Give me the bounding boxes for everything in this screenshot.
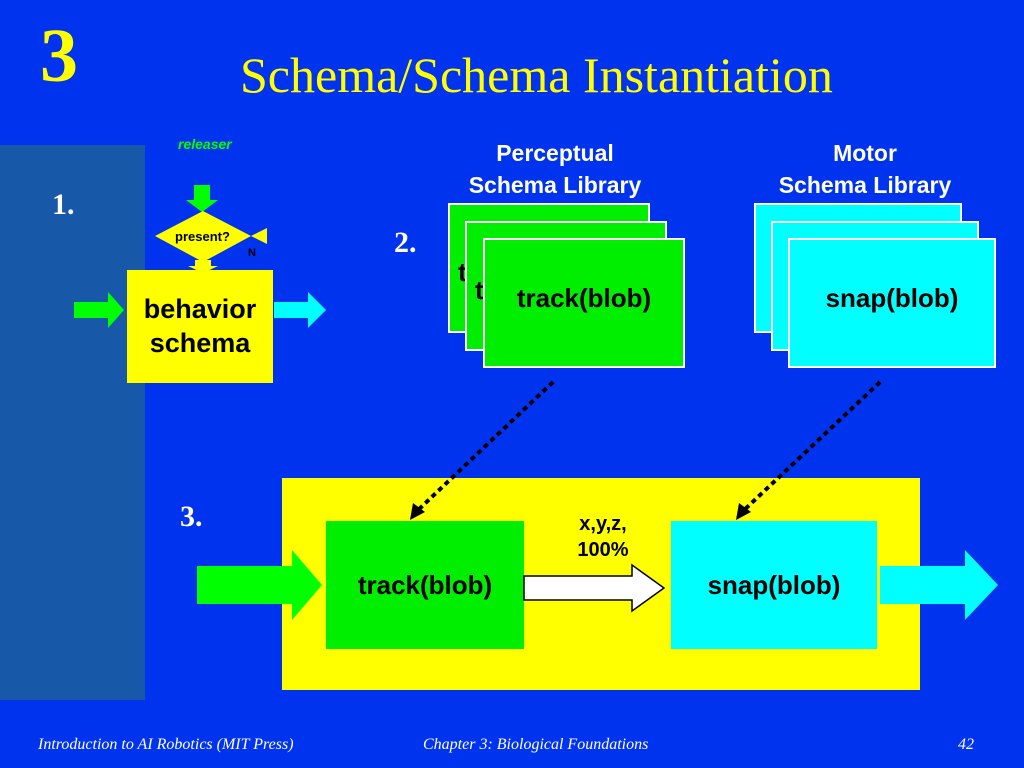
track-blob-box: track(blob) [326,521,524,649]
motor-instantiation-arrow [740,380,882,514]
snap-blob-text: snap(blob) [707,569,841,600]
data-flow-label-line1: x,y,z, [579,513,627,535]
step-2-label: 2. [394,226,417,259]
behavior-schema-line1: behavior [143,293,257,324]
step-3-label: 3. [180,500,203,533]
decision-diamond [155,211,251,262]
slide-title: Schema/Schema Instantiation [240,47,833,103]
motor-card-front: snap(blob) [788,238,996,368]
decision-label: present? [175,229,230,244]
step3-input-arrow [197,550,322,620]
no-label: N [248,247,256,259]
releaser-input-arrow [186,185,218,212]
perceptual-card-front: track(blob) [483,238,685,368]
footer-chapter: Chapter 3: Biological Foundations [423,736,649,753]
step-1-label: 1. [52,188,75,221]
data-flow-label: x,y,z, 100% [548,511,658,563]
behavior-schema-diagram [74,185,326,328]
chapter-number: 3 [40,14,78,98]
perceptual-title-line2: Schema Library [468,172,642,199]
motor-library-title: Motor Schema Library [740,137,990,201]
motor-card-front-text: snap(blob) [825,282,959,313]
perceptual-library-title: Perceptual Schema Library [430,137,680,201]
track-blob-text: track(blob) [357,569,493,600]
data-flow-arrow [523,563,666,613]
behavior-schema-box: behavior schema [127,270,273,383]
yes-branch-arrow [188,260,218,273]
footer-book-title: Introduction to AI Robotics (MIT Press) [38,736,294,753]
no-branch-arrow [251,228,267,244]
step3-output-arrow [880,550,998,620]
perceptual-card-front-text: track(blob) [516,282,652,313]
perceptual-title-line1: Perceptual [496,140,614,166]
motor-title-line2: Schema Library [778,172,952,199]
motor-title-line1: Motor [833,140,897,166]
releaser-label: releaser [178,136,232,152]
perceptual-instantiation-arrow [414,380,555,514]
behavior-schema-line2: schema [149,327,251,358]
left-sidebar-panel [0,145,145,700]
snap-blob-box: snap(blob) [671,521,877,649]
behavior-output-arrow [274,292,326,328]
footer-page-number: 42 [958,736,974,753]
data-flow-label-line2: 100% [577,539,629,561]
behavior-input-arrow [74,292,124,328]
